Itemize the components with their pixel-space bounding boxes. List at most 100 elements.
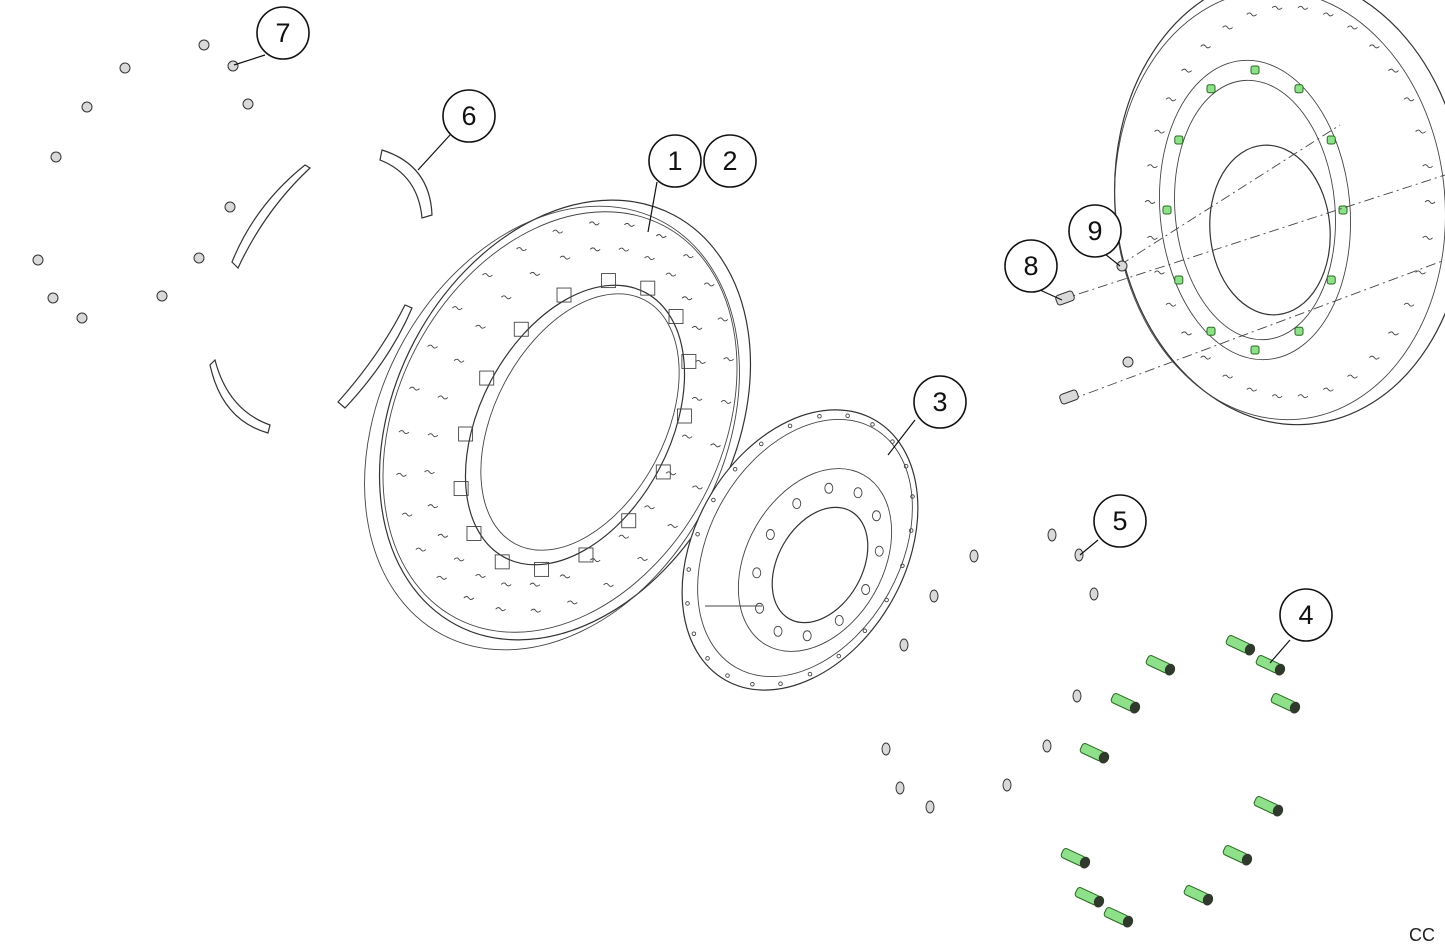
disc-slot: [427, 433, 439, 438]
assembled-bolt: [1338, 205, 1348, 215]
assembled-slot: [1147, 235, 1158, 240]
bell-hole: [755, 602, 764, 614]
assembled-slot: [1347, 374, 1358, 379]
assembled-bolt: [1162, 205, 1172, 215]
disc-slot: [682, 254, 694, 259]
bell-hole: [834, 615, 844, 626]
bell-rim-hole: [732, 466, 738, 472]
disc-slot: [500, 582, 512, 587]
bell-hole: [773, 625, 783, 637]
assembled-slot: [1297, 394, 1309, 399]
disc-slot: [703, 282, 715, 287]
washer: [1042, 739, 1052, 753]
assembled-bolt: [1206, 84, 1216, 94]
bell-rim-hole: [817, 414, 822, 419]
assembled-slot: [1246, 12, 1258, 17]
callout-3: 3: [913, 375, 967, 429]
disc-slot: [624, 222, 635, 227]
bolt-head: [1272, 804, 1284, 817]
nut: [50, 151, 62, 163]
disc-slot: [529, 582, 541, 587]
green-bolt: [1074, 887, 1105, 908]
assembled-bolt: [1326, 275, 1336, 285]
disc-slot: [437, 395, 449, 400]
disc-slot: [396, 472, 407, 477]
green-bolt: [1145, 655, 1176, 676]
assembled-slot: [1200, 44, 1211, 49]
callout-4-label: 4: [1298, 600, 1313, 630]
disc-slot: [409, 386, 420, 391]
disc-slots: [396, 221, 734, 613]
bell-rim-hole: [695, 531, 700, 537]
green-bolt: [1270, 693, 1301, 714]
callout-5-label: 5: [1112, 506, 1127, 536]
disc-slot: [692, 485, 703, 490]
nut: [81, 101, 93, 113]
bell-rim-hole: [903, 464, 909, 469]
nut: [242, 98, 254, 110]
disc-slot: [691, 325, 703, 330]
bolt-head: [1241, 853, 1253, 866]
disc-slot: [436, 575, 448, 580]
bell-hole: [853, 487, 863, 499]
disc-slot: [475, 324, 486, 329]
disc-slot: [482, 273, 493, 277]
bell-rim-hole: [759, 441, 764, 447]
nut: [224, 201, 236, 213]
bell-rim-hole: [807, 671, 813, 677]
bell-hole: [874, 545, 884, 557]
disc-slot: [589, 247, 601, 252]
disc-tooth: [668, 309, 684, 324]
disc-tooth: [453, 481, 469, 497]
bolt-head: [1129, 701, 1141, 714]
green-bolt: [1222, 845, 1253, 866]
bell-rim-hole: [711, 497, 716, 503]
bell-rim-hole: [910, 494, 915, 499]
disc-slot: [427, 344, 438, 349]
green-bolt: [1253, 796, 1284, 817]
disc-tooth: [676, 408, 692, 424]
small-nut-9: [1116, 260, 1134, 368]
assembled-bolt: [1294, 326, 1304, 336]
assembled-slot: [1388, 331, 1399, 336]
bell-rim-hole: [862, 628, 868, 634]
disc-slot: [495, 607, 506, 612]
nut: [32, 254, 44, 266]
disc-slot: [589, 558, 601, 563]
green-bolt: [1060, 848, 1091, 869]
disc-tooth: [621, 513, 637, 529]
assembled-bolt: [1174, 275, 1184, 285]
disc-slot: [637, 557, 648, 561]
disc-slot: [695, 360, 706, 364]
bell-rim-hole: [890, 439, 895, 444]
corner-label: CC: [1409, 925, 1435, 945]
disc-slot: [720, 399, 732, 404]
bolt-head: [1079, 856, 1091, 869]
bell-rim-hole: [884, 597, 889, 603]
callout-8: 8: [1004, 239, 1058, 293]
callout-1: 1: [648, 134, 702, 188]
disc-slot: [681, 296, 693, 301]
disc-slot: [603, 582, 614, 587]
bolt-head: [1098, 751, 1110, 764]
bolt-head: [1122, 915, 1134, 928]
nuts-group-7: [32, 39, 254, 324]
green-bolt: [1079, 743, 1110, 764]
assembled-slot: [1181, 68, 1192, 73]
disc-slot: [691, 396, 703, 401]
nut: [227, 60, 239, 72]
assembled-slot: [1271, 394, 1283, 399]
assembled-slot: [1369, 44, 1380, 49]
disc-slot: [475, 573, 486, 578]
bell-rim-hole: [725, 673, 730, 678]
bell-rim-hole: [909, 528, 914, 533]
green-bolt: [1110, 693, 1141, 714]
bell-rim-hole: [845, 413, 850, 419]
washer: [881, 742, 891, 756]
disc-slot: [453, 557, 465, 562]
bell-hole: [861, 584, 871, 595]
washer: [1089, 587, 1099, 601]
assembled-slot: [1415, 270, 1426, 275]
disc-slot: [427, 504, 439, 509]
assembled-slot: [1422, 164, 1433, 169]
